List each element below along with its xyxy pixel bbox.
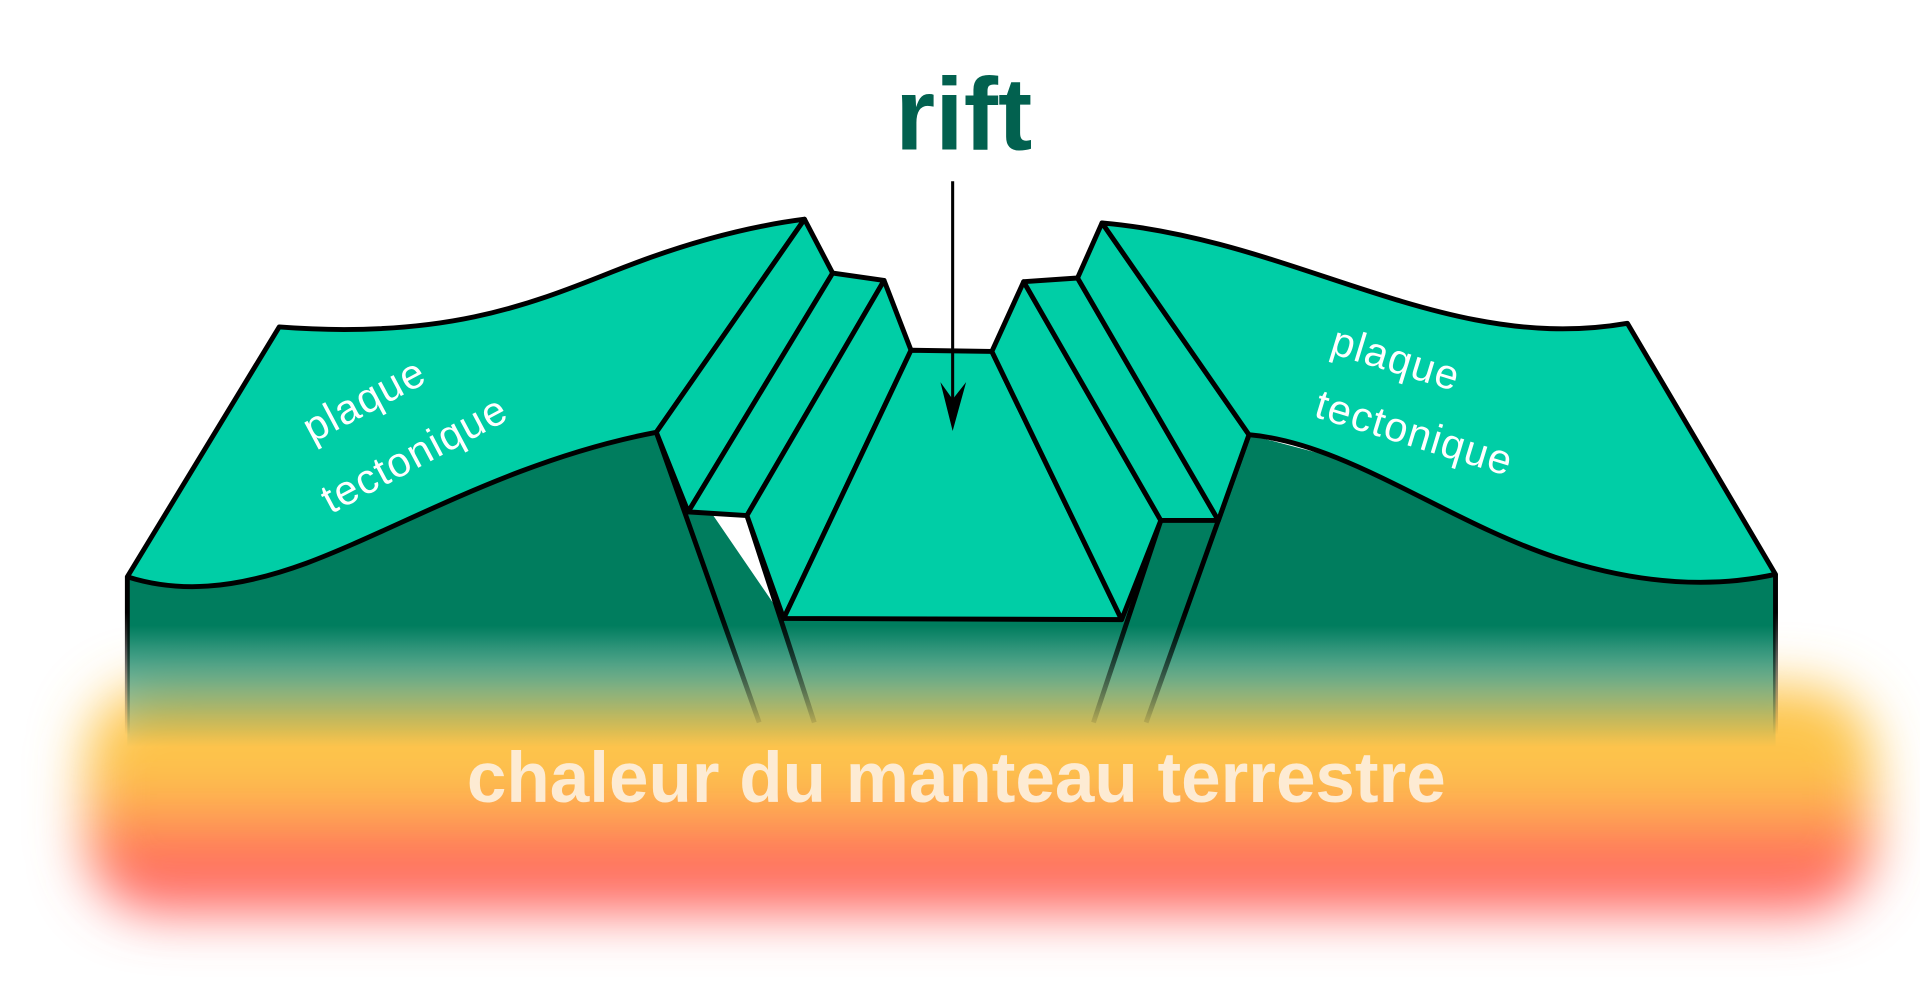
plate-body-edges [124, 431, 1778, 735]
rift-arrow-head-icon [940, 382, 967, 432]
right-plate-surface [1099, 220, 1778, 585]
rift-title: rift [895, 56, 1032, 171]
mantle-heat-label: chaleur du manteau terrestre [467, 739, 1446, 818]
